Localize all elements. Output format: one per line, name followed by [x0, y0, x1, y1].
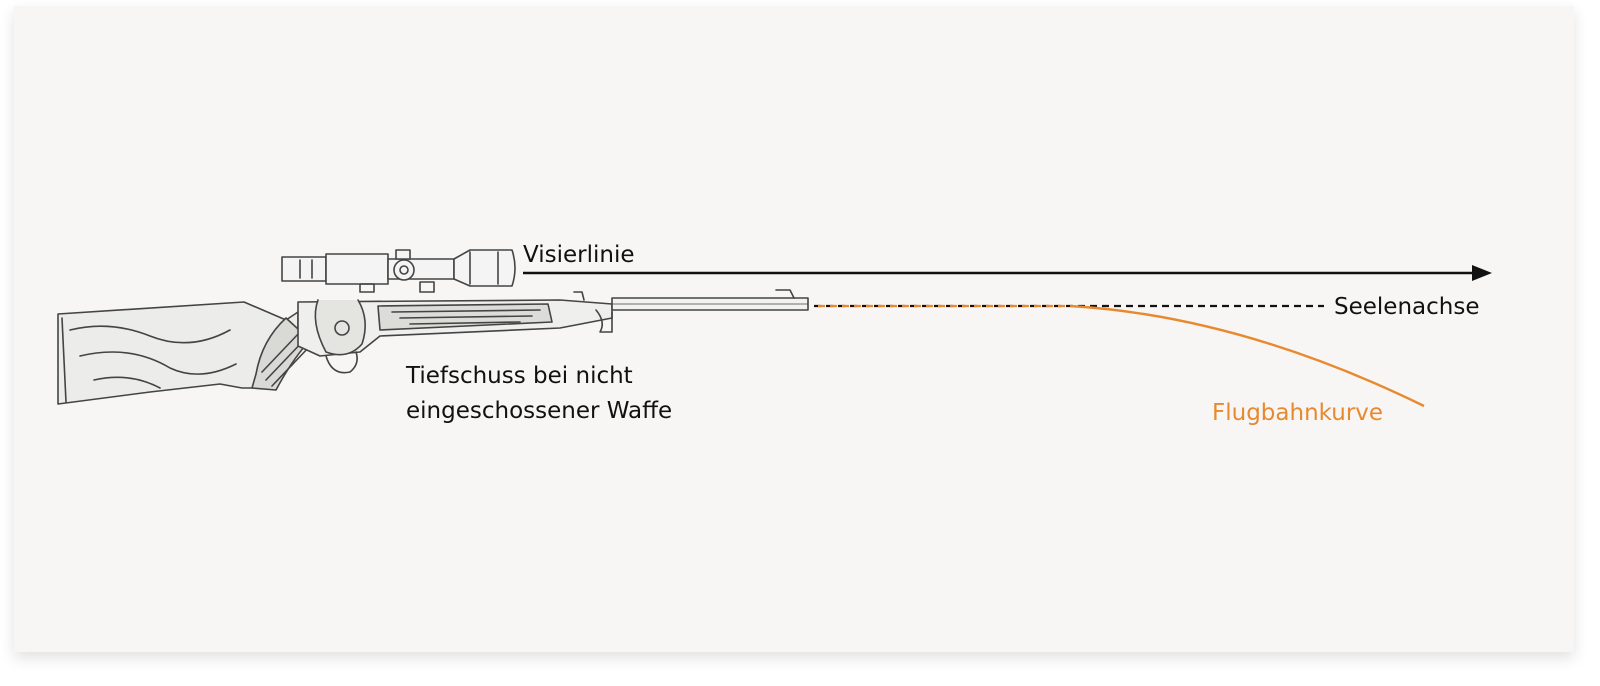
arrow-head-icon — [1472, 265, 1492, 281]
scope-icon — [281, 249, 516, 293]
bore-axis-label: Seelenachse — [1334, 294, 1479, 320]
caption-line-2: eingeschossener Waffe — [406, 398, 672, 424]
rifle-icon — [57, 249, 809, 405]
caption-line-1: Tiefschuss bei nicht — [405, 363, 633, 389]
trajectory-curve — [818, 304, 1425, 408]
trajectory-label: Flugbahnkurve — [1212, 400, 1383, 426]
sight-line — [523, 265, 1492, 281]
sight-line-label: Visierlinie — [523, 242, 635, 268]
